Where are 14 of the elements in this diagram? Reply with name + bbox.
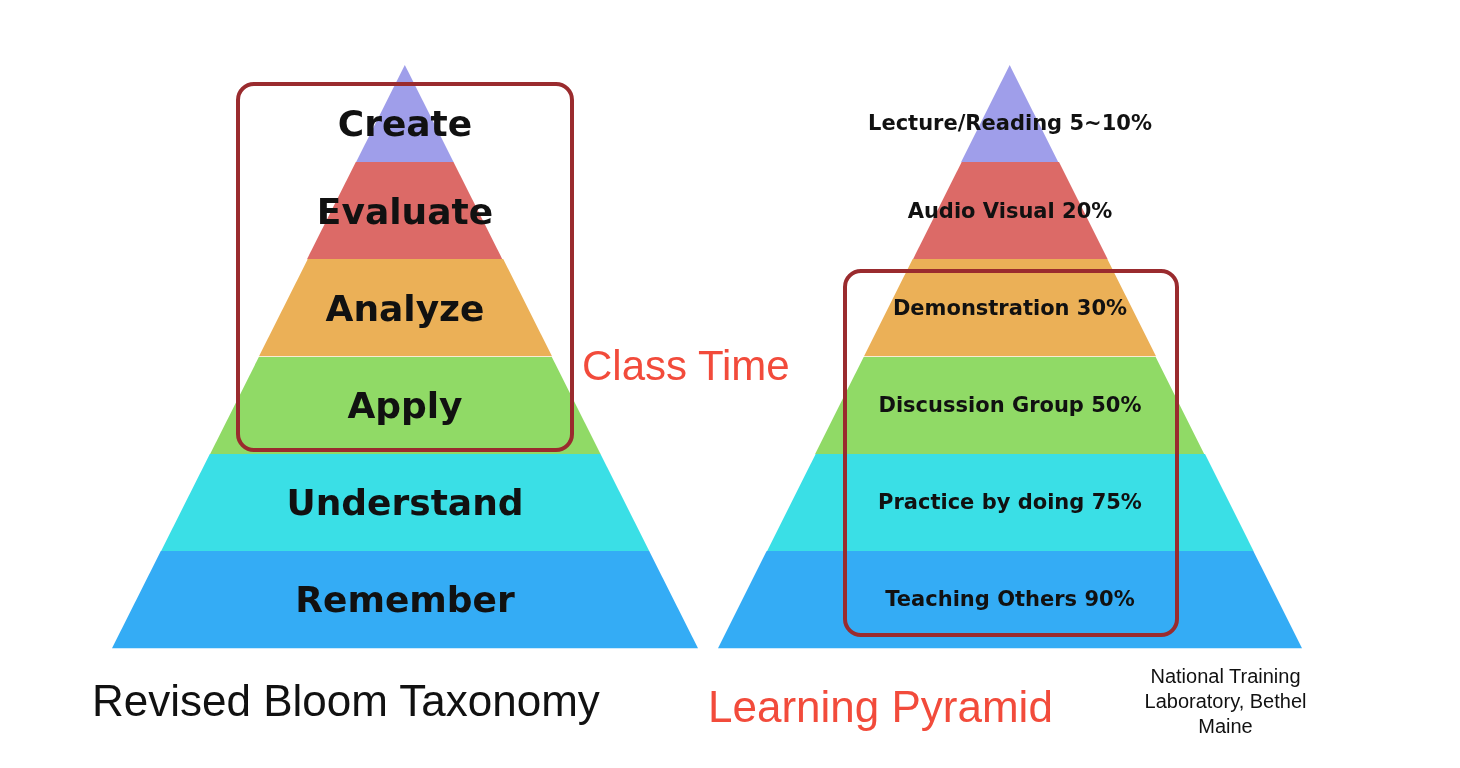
tier-label: Analyze <box>325 287 485 329</box>
tier-label: Create <box>337 102 473 144</box>
source-note: National Training Laboratory, Bethel Maine <box>1143 664 1308 739</box>
tier-label: Practice by doing 75% <box>878 490 1142 515</box>
tier-label: Lecture/Reading 5~10% <box>868 111 1152 136</box>
tier-label: Discussion Group 50% <box>878 393 1142 418</box>
tier-label: Remember <box>295 578 515 620</box>
pyramid-title: Revised Bloom Taxonomy <box>92 676 600 726</box>
tier-label: Teaching Others 90% <box>885 587 1135 612</box>
tier-label: Apply <box>347 384 463 426</box>
tier-label: Demonstration 30% <box>892 295 1128 320</box>
group-label: Class Time <box>582 342 790 390</box>
pyramid-title: Learning Pyramid <box>708 682 1053 732</box>
tier-label: Understand <box>286 481 524 523</box>
